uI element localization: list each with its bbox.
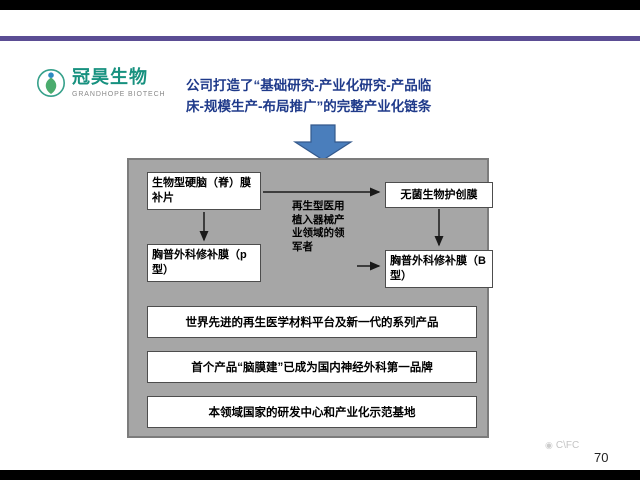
box-mid-left: 胸普外科修补膜（p型） xyxy=(147,244,261,282)
slide-title: 公司打造了“基础研究-产业化研究-产品临 床-规模生产-布局推广”的完整产业化链… xyxy=(186,76,502,118)
down-arrow-shape xyxy=(292,124,354,161)
box-top-right: 无菌生物护创膜 xyxy=(385,182,493,208)
watermark-text: C\FC xyxy=(555,440,580,451)
diagram-center-text: 再生型医用植入器械产业领域的领军者 xyxy=(292,200,345,253)
wide-box-1: 世界先进的再生医学材料平台及新一代的系列产品 xyxy=(147,306,477,338)
bottom-black-bar xyxy=(0,470,640,480)
title-line-1: 公司打造了“基础研究-产业化研究-产品临 xyxy=(186,78,432,93)
wide-box-2: 首个产品“脑膜建”已成为国内神经外科第一品牌 xyxy=(147,351,477,383)
logo-subtitle: GRANDHOPE BIOTECH xyxy=(72,90,166,98)
logo-name: 冠昊生物 xyxy=(72,67,148,87)
logo: 冠昊生物 GRANDHOPE BIOTECH xyxy=(36,67,166,98)
title-line-2: 床-规模生产-布局推广”的完整产业化链条 xyxy=(186,98,432,114)
watermark-icon: ◉ xyxy=(545,440,553,450)
top-black-bar xyxy=(0,0,640,10)
logo-icon xyxy=(37,69,65,97)
logo-text: 冠昊生物 GRANDHOPE BIOTECH xyxy=(72,67,166,98)
accent-line xyxy=(0,36,640,41)
wide-box-3: 本领域国家的研发中心和产业化示范基地 xyxy=(147,396,477,428)
watermark: ◉ C\FC xyxy=(545,440,579,451)
box-top-left: 生物型硬脑（脊）膜补片 xyxy=(147,172,261,210)
box-mid-right: 胸普外科修补膜（B型） xyxy=(385,250,493,288)
page-number: 70 xyxy=(594,450,609,465)
diagram-panel: 生物型硬脑（脊）膜补片 无菌生物护创膜 再生型医用植入器械产业领域的领军者 胸普… xyxy=(127,158,493,438)
